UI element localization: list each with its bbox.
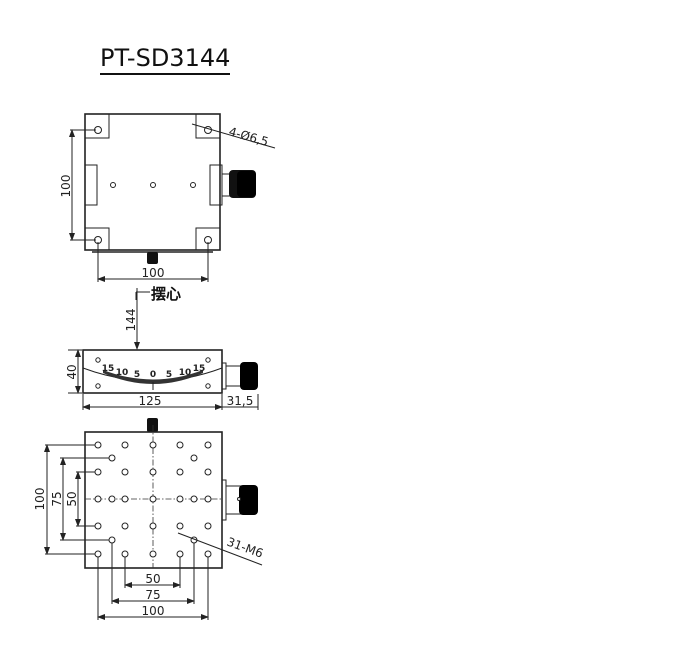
svg-text:10: 10: [179, 368, 192, 378]
knob-icon: [239, 485, 258, 515]
side-height-dim: 40: [65, 364, 79, 379]
bottom-dim-50-h: 50: [145, 572, 160, 586]
bottom-dim-75-h: 75: [145, 588, 160, 602]
top-plate: [84, 113, 221, 251]
svg-text:10: 10: [116, 368, 129, 378]
pivot-label: 摆心: [151, 285, 181, 303]
bottom-view: 100 75 50 50 75 100 31-M6: [33, 418, 265, 620]
model-title: PT-SD3144: [100, 44, 231, 75]
knob-icon: [240, 362, 258, 390]
top-hole-callout: 4-Ø6,5: [227, 124, 270, 149]
svg-text:15: 15: [102, 364, 115, 374]
knob-length-dim: 31,5: [227, 394, 254, 408]
svg-text:0: 0: [150, 370, 156, 380]
svg-text:5: 5: [166, 370, 172, 380]
top-view: 100 100 4-Ø6,5 摆心: [59, 113, 276, 303]
bottom-dim-75-v: 75: [50, 491, 64, 506]
bottom-dim-100-h: 100: [142, 604, 165, 618]
side-width-dim: 125: [139, 394, 162, 408]
pivot-distance-dim: 144: [124, 309, 138, 332]
bottom-dim-50-v: 50: [65, 491, 79, 506]
top-width-dim: 100: [142, 266, 165, 280]
svg-text:15: 15: [193, 364, 206, 374]
bottom-dim-100-v: 100: [33, 488, 47, 511]
svg-text:5: 5: [134, 370, 140, 380]
side-view: 144 15 10 5 0 5 10 15 40 125 31,5: [65, 288, 259, 410]
bottom-hole-callout: 31-M6: [225, 535, 265, 561]
top-height-dim: 100: [59, 175, 73, 198]
